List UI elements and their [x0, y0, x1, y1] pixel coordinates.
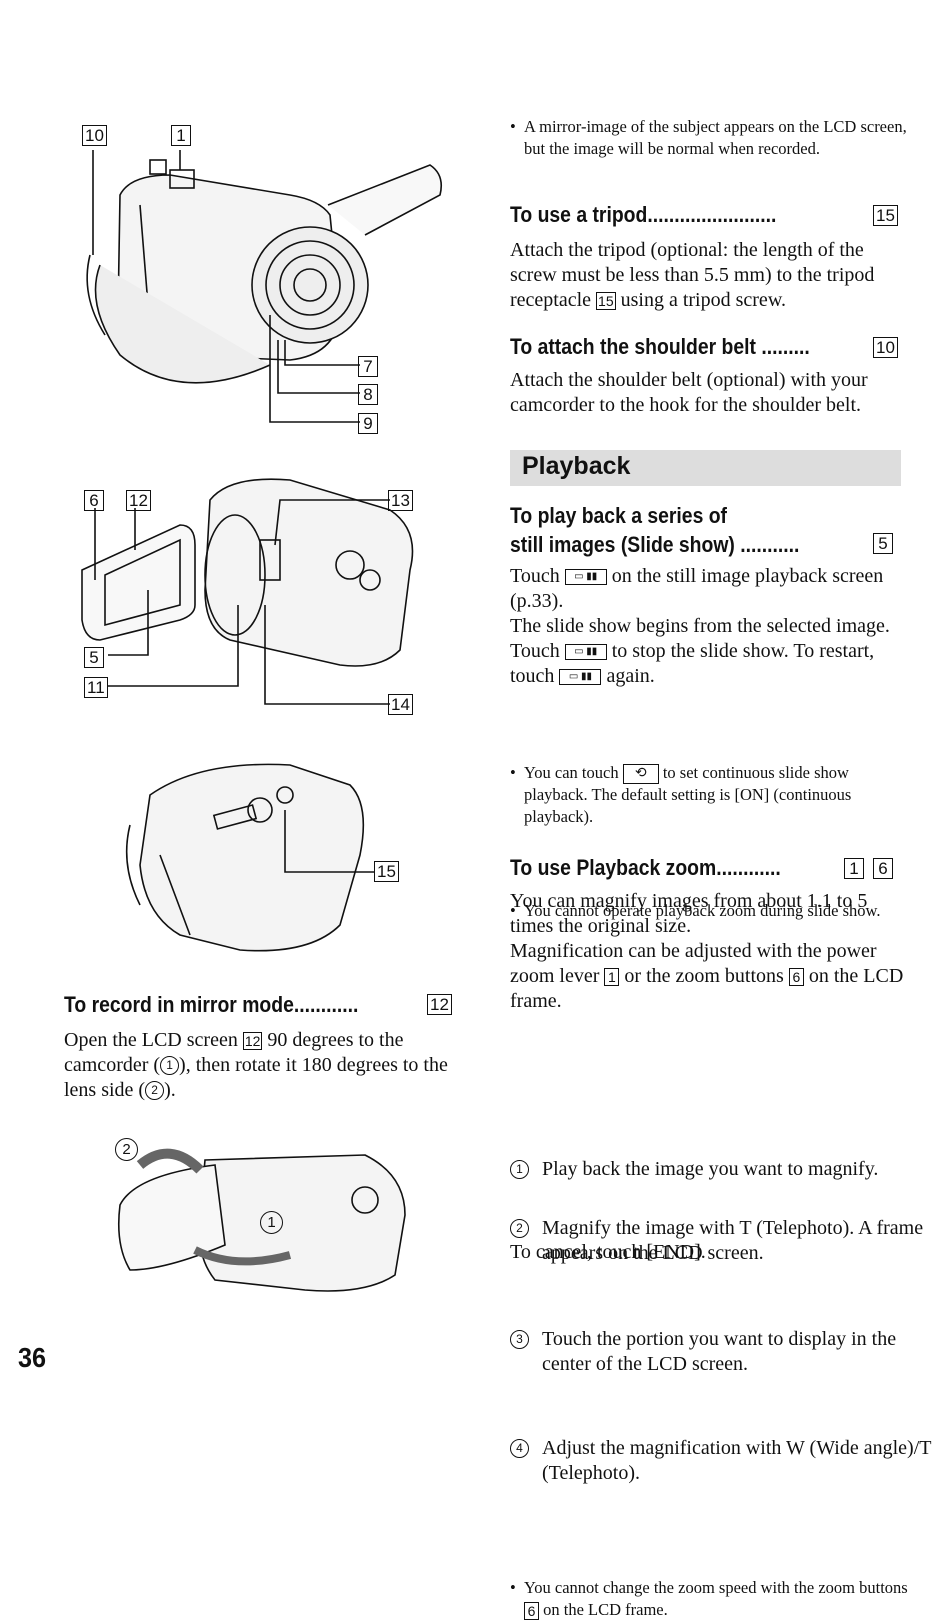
- section-playback: Playback: [510, 450, 901, 486]
- ref-15-inline: 15: [596, 292, 616, 311]
- note-no-zoom: You cannot operate playback zoom during …: [510, 900, 916, 922]
- ref-mirror-heading: 12: [427, 994, 452, 1015]
- heading-playback-zoom: To use Playback zoom............: [510, 855, 781, 880]
- callout-6: 6: [84, 490, 104, 511]
- callout-14: 14: [388, 694, 413, 715]
- heading-mirror-mode: To record in mirror mode............: [64, 992, 359, 1017]
- note-continuous: You can touch ⟲ to set continuous slide …: [510, 762, 916, 828]
- callout-13: 13: [388, 490, 413, 511]
- figure-camcorder-front: 10 1 7 8 9: [60, 115, 460, 445]
- callout-1: 1: [171, 125, 191, 146]
- ref-12-inline: 12: [242, 1032, 263, 1051]
- paragraph-cancel: To cancel, touch [END].: [510, 1241, 706, 1263]
- callout-10: 10: [82, 125, 107, 146]
- ref-slide-heading: 5: [873, 533, 893, 554]
- ref-6-note: 6: [524, 1602, 539, 1621]
- slideshow-icon: ▭ ▮▮: [559, 669, 602, 686]
- paragraph-slide-show: Touch ▭ ▮▮ on the still image playback s…: [510, 565, 890, 687]
- ref-zoom-heading-1: 1: [844, 858, 864, 879]
- callout-7: 7: [358, 356, 378, 377]
- heading-shoulder-belt: To attach the shoulder belt .........: [510, 334, 810, 359]
- slideshow-icon: ▭ ▮▮: [564, 569, 607, 586]
- circle-callout-1: 1: [260, 1211, 283, 1234]
- paragraph-mirror-mode: Open the LCD screen 12 90 degrees to the…: [64, 1029, 448, 1101]
- callout-11: 11: [84, 677, 108, 698]
- figure-rotate-lcd: 2 1: [105, 1135, 425, 1305]
- slideshow-icon: ▭ ▮▮: [564, 644, 607, 661]
- repeat-icon: ⟲: [622, 764, 659, 785]
- heading-slide-show: To play back a series of still images (S…: [510, 503, 800, 557]
- figure-camcorder-lcd: 6 12 13 5 11 14: [60, 470, 460, 720]
- heading-tripod: To use a tripod........................: [510, 202, 777, 227]
- paragraph-zoom: You can magnify images from about 1.1 to…: [510, 890, 904, 1012]
- paragraph-shoulder-belt: Attach the shoulder belt (optional) with…: [510, 369, 868, 416]
- callout-12: 12: [126, 490, 151, 511]
- callout-8: 8: [358, 384, 378, 405]
- circle-callout-2: 2: [115, 1138, 138, 1161]
- callout-9: 9: [358, 413, 378, 434]
- circle-2: 2: [145, 1081, 165, 1100]
- callout-15: 15: [374, 861, 399, 882]
- figure-camcorder-bottom: 15: [120, 745, 410, 970]
- note-zoom-speed: You cannot change the zoom speed with th…: [510, 1577, 919, 1621]
- note-mirror-image: A mirror-image of the subject appears on…: [510, 116, 914, 160]
- ref-zoom-heading-6: 6: [873, 858, 893, 879]
- ref-1-inline: 1: [604, 968, 620, 987]
- callout-5: 5: [84, 647, 104, 668]
- ref-tripod-heading: 15: [873, 205, 898, 226]
- ref-belt-heading: 10: [873, 337, 898, 358]
- circle-1: 1: [160, 1056, 180, 1075]
- page-number: 36: [18, 1342, 47, 1373]
- ref-6-inline: 6: [788, 968, 804, 987]
- paragraph-tripod: Attach the tripod (optional: the length …: [510, 239, 875, 311]
